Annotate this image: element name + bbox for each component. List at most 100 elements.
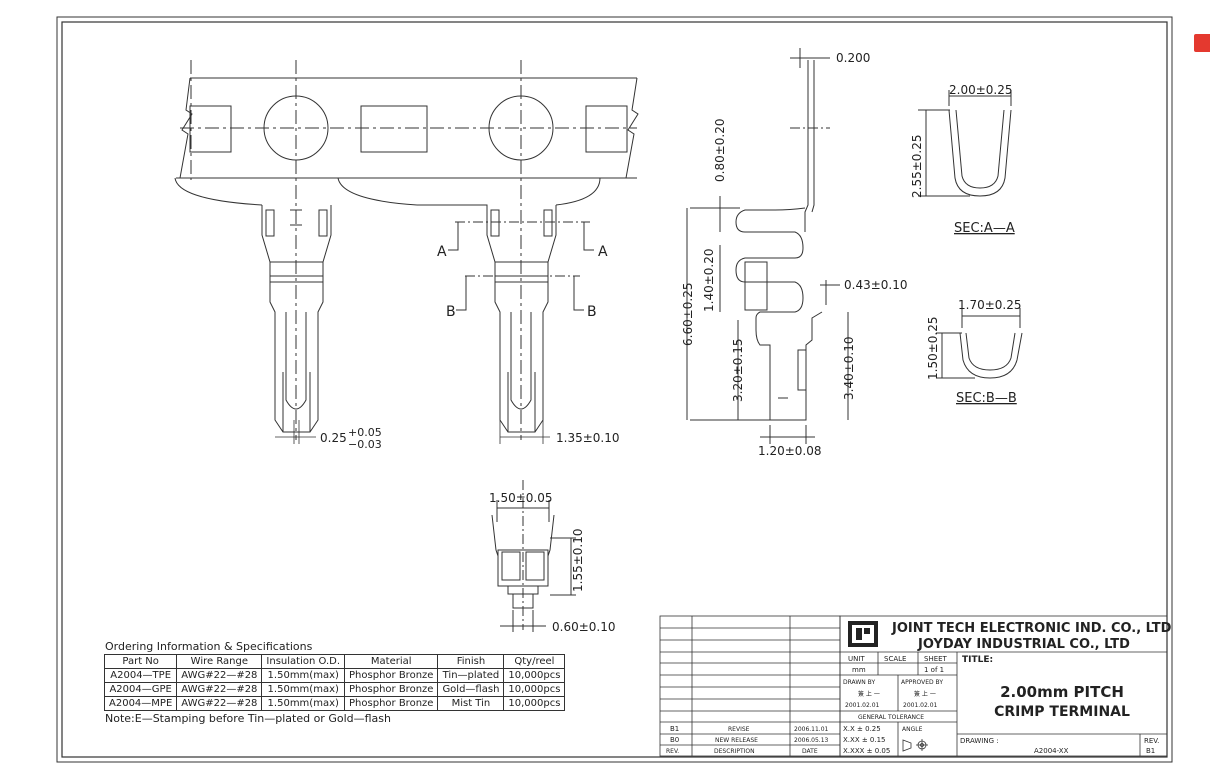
dim-660: 6.60±0.25 (681, 283, 695, 347)
tolerance-3: X.XXX ± 0.05 (843, 747, 890, 755)
outer-border (56, 16, 1173, 763)
cell-finish: Tin—plated (437, 668, 505, 683)
rev-b0-date: 2006.05.13 (794, 737, 829, 744)
approved-date: 2001.02.01 (903, 702, 938, 709)
sheet-label: SHEET (924, 655, 948, 663)
cell-wire-range: AWG#22—#28 (176, 668, 263, 683)
title-block (839, 615, 1168, 757)
col-wire-range: Wire Range (176, 654, 263, 669)
dim-width-060: 0.60±0.10 (552, 620, 616, 634)
section-a-right-label: A (598, 244, 608, 260)
company-name-2: JOYDAY INDUSTRIAL CO., LTD (917, 637, 1130, 652)
company-name-1: JOINT TECH ELECTRONIC IND. CO., LTD (891, 621, 1172, 636)
revision-table (659, 615, 841, 757)
table-row: A2004—TPE AWG#22—#28 1.50mm(max) Phospho… (103, 668, 566, 683)
terminal-left (174, 177, 418, 433)
col-finish: Finish (437, 654, 505, 669)
date-header: DATE (802, 748, 818, 755)
dim-320: 3.20±0.15 (731, 339, 745, 403)
unit-value: mm (852, 666, 866, 674)
drawn-date: 2001.02.01 (845, 702, 880, 709)
inner-border (61, 21, 1168, 758)
spec-table-header: Part No Wire Range Insulation O.D. Mater… (103, 654, 566, 669)
description-header: DESCRIPTION (714, 748, 755, 755)
section-b-left-label: B (446, 304, 456, 320)
rev-label: REV. (1144, 737, 1159, 745)
cell-wire-range: AWG#22—#28 (176, 682, 263, 697)
approved-by-label: APPROVED BY (901, 679, 943, 686)
cell-part-no: A2004—TPE (103, 668, 178, 683)
cell-qty: 10,000pcs (503, 696, 566, 711)
drawing-title-1: 2.00mm PITCH (1000, 683, 1124, 701)
side-view (686, 48, 849, 444)
company-logo (848, 621, 878, 647)
cell-qty: 10,000pcs (503, 682, 566, 697)
tolerance-1: X.X ± 0.25 (843, 725, 881, 733)
section-b-right-label: B (587, 304, 597, 320)
cell-wire-range: AWG#22—#28 (176, 696, 263, 711)
title-label: TITLE: (962, 655, 993, 665)
dim-120: 1.20±0.08 (758, 444, 822, 458)
dim-tol-minus: −0.03 (348, 438, 382, 451)
dim-height-155: 1.55±0.10 (571, 529, 585, 593)
col-qty: Qty/reel (503, 654, 566, 669)
terminal-bottom-dims (275, 420, 550, 444)
drawing-no-label: DRAWING : (960, 737, 999, 745)
projection-symbol-icon (902, 739, 928, 752)
cell-material: Phosphor Bronze (344, 682, 439, 697)
dim-bottom-height: 1.50±0.25 (926, 317, 940, 381)
section-a-view (918, 90, 1012, 197)
angle-label: ANGLE (902, 726, 923, 733)
spec-table: Part No Wire Range Insulation O.D. Mater… (103, 654, 566, 711)
dim-width-025: 0.25 (320, 431, 347, 445)
dim-bottom-width: 1.70±0.25 (958, 298, 1022, 312)
scale-label: SCALE (884, 655, 906, 663)
front-view (491, 480, 576, 632)
approved-signature: 簽 上 一 (914, 690, 936, 698)
dim-140: 1.40±0.20 (702, 249, 716, 313)
rev-b1: B1 (670, 725, 679, 733)
rev-header: REV. (666, 748, 679, 755)
dim-043: 0.43±0.10 (844, 278, 908, 292)
table-row: A2004—GPE AWG#22—#28 1.50mm(max) Phospho… (103, 682, 566, 697)
dim-open-height: 2.55±0.25 (910, 135, 924, 199)
dim-open-width: 2.00±0.25 (949, 83, 1013, 97)
drawing-title-2: CRIMP TERMINAL (994, 704, 1130, 720)
rev-b1-date: 2006.11.01 (794, 726, 829, 733)
sheet-value: 1 of 1 (924, 666, 944, 674)
cell-part-no: A2004—GPE (103, 682, 178, 697)
col-insulation: Insulation O.D. (261, 654, 346, 669)
rev-value: B1 (1146, 747, 1155, 755)
col-part-no: Part No (103, 654, 178, 669)
dim-340: 3.40±0.10 (842, 337, 856, 401)
section-a-left-label: A (437, 244, 447, 260)
drawn-signature: 簽 上 一 (858, 690, 880, 698)
cell-material: Phosphor Bronze (344, 668, 439, 683)
drawing-no: A2004-XX (1034, 747, 1069, 755)
section-b-view (936, 308, 1023, 379)
cell-insulation: 1.50mm(max) (261, 668, 346, 683)
dim-width-135: 1.35±0.10 (556, 431, 620, 445)
dim-tol-plus: +0.05 (348, 426, 382, 439)
col-material: Material (344, 654, 439, 669)
strip-view (176, 60, 639, 440)
pdf-bookmark-icon[interactable] (1194, 34, 1210, 52)
rev-b0-desc: NEW RELEASE (715, 737, 758, 744)
ordering-info: Ordering Information & Specifications Pa… (103, 640, 566, 725)
section-b-caption: SEC:B—B (956, 391, 1017, 406)
ordering-note: Note:E—Stamping before Tin—plated or Gol… (105, 712, 391, 725)
cell-finish: Gold—flash (437, 682, 505, 697)
cell-part-no: A2004—MPE (103, 696, 178, 711)
tolerance-label: GENERAL TOLERANCE (858, 714, 924, 721)
cell-insulation: 1.50mm(max) (261, 696, 346, 711)
rev-b0: B0 (670, 736, 679, 744)
table-row: A2004—MPE AWG#22—#28 1.50mm(max) Phospho… (103, 696, 566, 711)
dim-top-thickness: 0.200 (836, 51, 870, 65)
dim-080: 0.80±0.20 (713, 119, 727, 183)
cell-finish: Mist Tin (437, 696, 505, 711)
cell-qty: 10,000pcs (503, 668, 566, 683)
drawn-by-label: DRAWN BY (843, 679, 875, 686)
tolerance-2: X.XX ± 0.15 (843, 736, 886, 744)
